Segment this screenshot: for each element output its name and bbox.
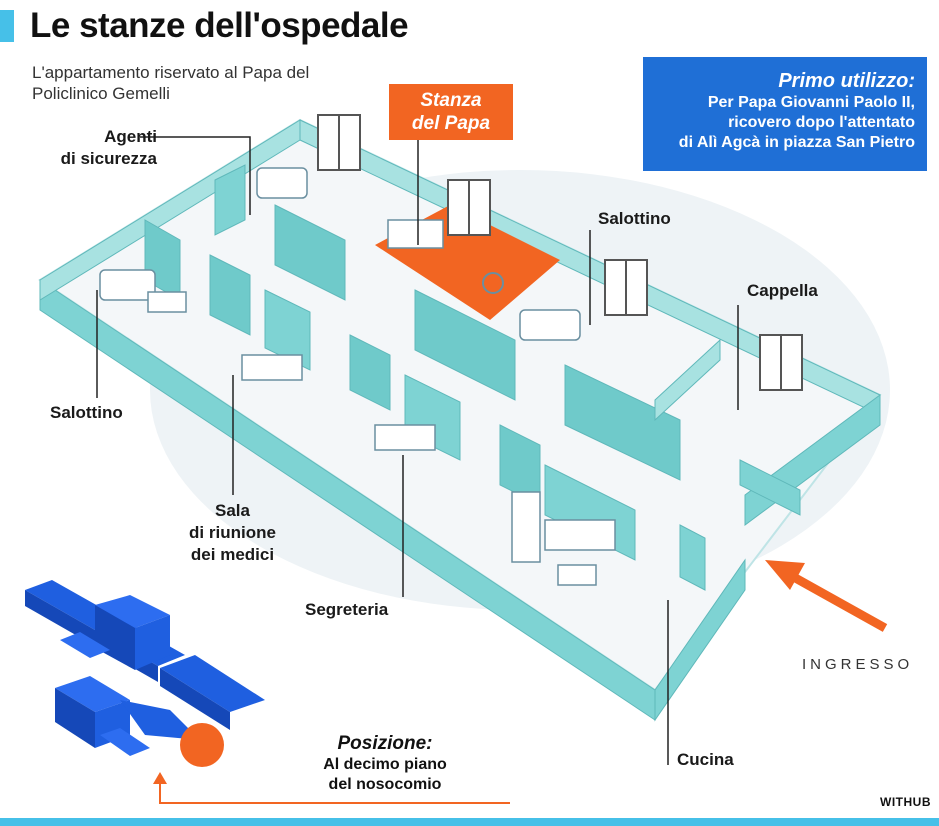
sofa-agenti (256, 167, 308, 199)
entrance-arrow-head (765, 560, 805, 590)
label-cucina: Cucina (677, 750, 734, 769)
wall-seg (349, 334, 391, 411)
stanza-papa-label: Stanza del Papa (389, 84, 513, 140)
table-sala (241, 354, 303, 381)
sofa-salotto-l (99, 269, 156, 301)
page-subtitle: L'appartamento riservato al Papa del Pol… (32, 63, 310, 103)
label-salottino-right: Salottino (598, 209, 671, 228)
ingresso-label: INGRESSO (802, 656, 914, 673)
wall-sala (209, 254, 251, 336)
wheelchair (482, 272, 504, 294)
entrance-arrow-shaft (787, 571, 888, 632)
desk-segreteria (374, 424, 436, 451)
position-note: Posizione: Al decimo piano del nosocomio (300, 733, 470, 795)
kitchen-counter (544, 519, 616, 551)
info-box: Primo utilizzo: Per Papa Giovanni Paolo … (643, 57, 927, 171)
wall-cappella-2 (739, 459, 801, 516)
wall-papa (414, 289, 516, 401)
brand-logo: WITHUB (880, 795, 931, 809)
label-agenti: Agenti di sicurezza (60, 127, 157, 168)
info-box-heading: Primo utilizzo: (778, 70, 915, 92)
position-marker (180, 723, 224, 767)
fridge (511, 491, 541, 563)
leader-agenti (140, 136, 251, 215)
sofa-salotto-r (519, 309, 581, 341)
wall-agenti-2 (274, 204, 346, 301)
label-salottino-left: Salottino (50, 403, 123, 422)
building-minimap (25, 580, 265, 767)
leader-position-head (153, 772, 167, 784)
bottom-bar (0, 818, 939, 826)
wall-sala-2 (264, 289, 311, 371)
wall-salotto-r (564, 364, 681, 481)
wall-cucina-3 (679, 524, 706, 591)
kitchen-table (557, 564, 597, 586)
leader-position (159, 782, 510, 804)
accent-bar (0, 10, 14, 42)
wall-cappella (654, 338, 721, 422)
table-salotto-l (147, 291, 187, 313)
wall-agenti (214, 164, 246, 236)
info-box-body: Per Papa Giovanni Paolo II, ricovero dop… (678, 94, 915, 151)
label-sala-riunione: Sala di riunione dei medici (189, 501, 276, 564)
page-title: Le stanze dell'ospedale (30, 6, 409, 45)
label-segreteria: Segreteria (305, 600, 389, 619)
bed-papa (387, 219, 444, 249)
position-heading: Posizione: (337, 733, 433, 754)
label-cappella: Cappella (747, 281, 818, 300)
outer-wall-right-low (654, 558, 746, 722)
position-body: Al decimo piano del nosocomio (323, 756, 447, 793)
